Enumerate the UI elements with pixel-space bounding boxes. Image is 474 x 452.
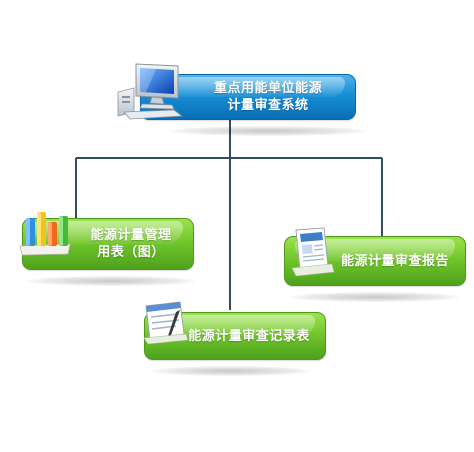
management-table-line2: 用表（图）: [97, 245, 165, 260]
review-report-line1: 能源计量审查报告: [340, 253, 449, 269]
root-title-line2: 计量审查系统: [227, 98, 309, 113]
bar-chart-icon: [19, 212, 71, 256]
management-table-line1: 能源计量管理: [90, 228, 172, 243]
notepad-icon: [143, 301, 188, 344]
report-document-icon: [291, 227, 335, 276]
review-record-line1: 能源计量审查记录表: [188, 328, 310, 344]
computer-icon: [117, 63, 184, 120]
root-title-line1: 重点用能单位能源: [213, 81, 322, 96]
